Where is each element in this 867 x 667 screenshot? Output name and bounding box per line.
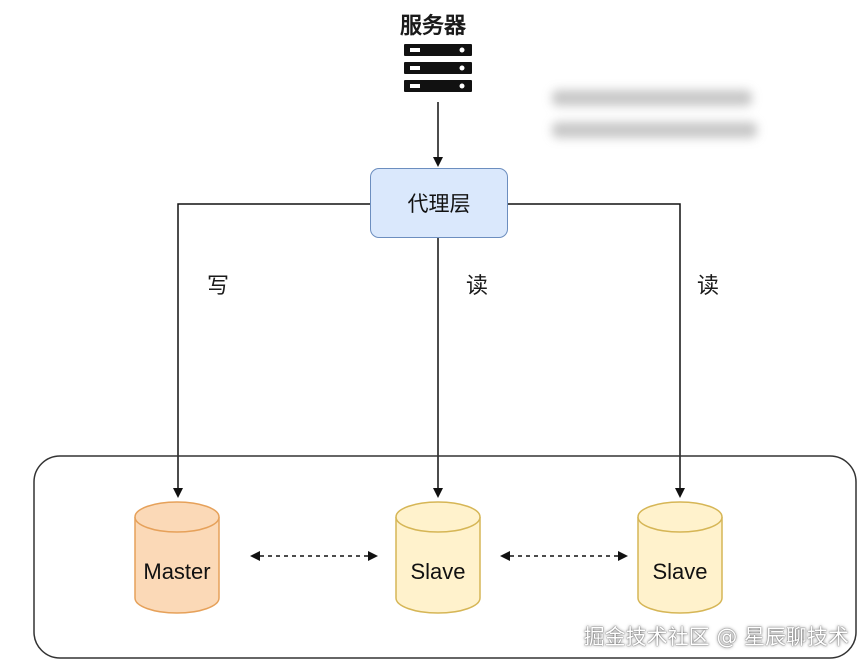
read-edge-label-2: 读 (697, 274, 720, 299)
server-icon (404, 44, 472, 92)
db-cluster-container (33, 455, 857, 659)
proxy-to-master-arrow (173, 203, 370, 498)
master-db-label: Master (143, 559, 211, 584)
proxy-layer-node: 代理层 (370, 168, 508, 238)
slave1-db-cylinder (395, 501, 481, 614)
redacted-text (552, 84, 757, 146)
write-edge-label: 写 (207, 274, 230, 299)
master-db-cylinder (134, 501, 220, 614)
slave2-db-cylinder (637, 501, 723, 614)
proxy-layer-label: 代理层 (407, 192, 471, 216)
slave1-db-label: Slave (410, 559, 466, 584)
slave2-db-label: Slave (652, 559, 708, 584)
proxy-to-slave2-arrow (508, 203, 685, 498)
read-edge-label-1: 读 (466, 274, 489, 299)
watermark-text: 掘金技术社区 @ 星辰聊技术 (583, 625, 849, 649)
server-label: 服务器 (400, 14, 467, 39)
